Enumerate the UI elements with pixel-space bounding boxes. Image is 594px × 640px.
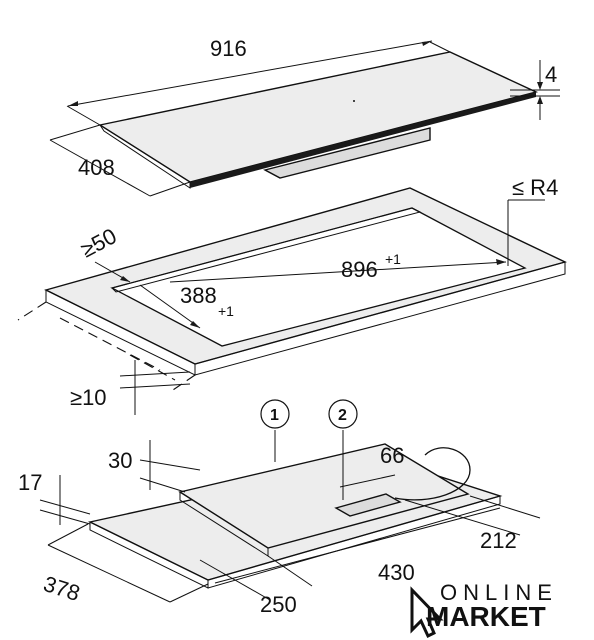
dim-radius: ≤ R4 — [512, 175, 558, 200]
hob-underside-view — [39, 399, 541, 603]
dim-length-430: 430 — [378, 560, 415, 585]
dim-offset-212: 212 — [480, 528, 517, 553]
dim-offset-250: 250 — [260, 592, 297, 617]
hob-top-view — [49, 40, 560, 197]
dim-worktop-10: ≥10 — [70, 385, 107, 410]
online-market-logo: ONLINE MARKET — [410, 580, 558, 639]
dim-depth-408: 408 — [78, 155, 115, 180]
dim-width-tol: +1 — [218, 303, 234, 319]
dim-length-896: 896 — [341, 257, 378, 282]
dim-thickness-4: 4 — [545, 62, 557, 87]
callout-2: 2 — [338, 407, 347, 424]
dim-height-17: 17 — [18, 470, 42, 495]
dim-edge-50: ≥50 — [77, 223, 121, 262]
dim-width-388: 388 — [180, 283, 217, 308]
dim-width-916: 916 — [210, 36, 247, 61]
cursor-icon — [410, 586, 444, 639]
callout-1: 1 — [270, 407, 279, 424]
logo-line-market: MARKET — [426, 601, 546, 632]
logo-line-online: ONLINE — [440, 580, 558, 605]
dim-cable-66: 66 — [380, 443, 404, 468]
worktop-cutout — [17, 187, 567, 415]
dim-length-tol: +1 — [385, 251, 401, 267]
dim-depth-378: 378 — [40, 571, 83, 606]
dim-depth-30: 30 — [108, 448, 132, 473]
